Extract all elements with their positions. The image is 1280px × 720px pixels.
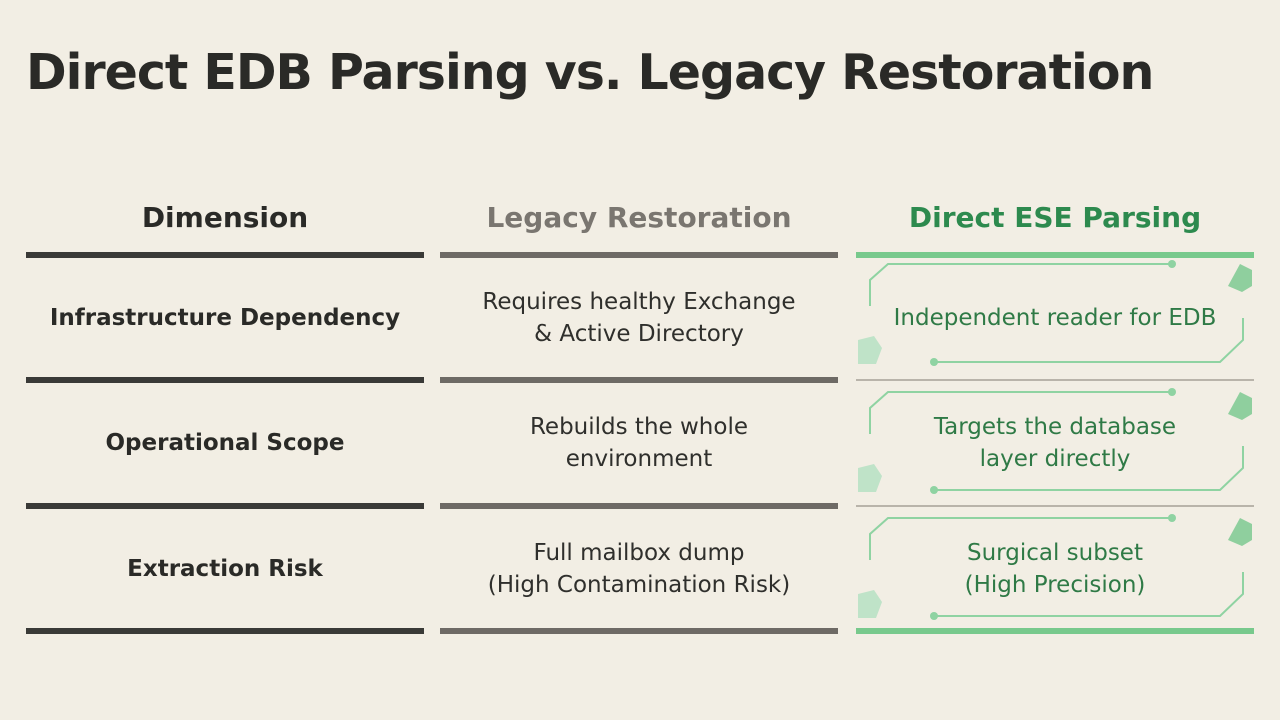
circuit-frame-icon: [858, 388, 1252, 494]
row-3-direct-line-1: Surgical subset: [967, 540, 1143, 566]
row-2-legacy-line-1: Rebuilds the whole: [529, 414, 748, 440]
page-title: Direct EDB Parsing vs. Legacy Restoratio…: [26, 44, 1154, 101]
hexagon-icon: [1228, 392, 1252, 420]
row-3-dimension: Extraction Risk: [26, 509, 424, 629]
divider-bottom-legacy: [440, 628, 838, 634]
row-2-dimension: Operational Scope: [26, 383, 424, 503]
circuit-frame-icon: [858, 514, 1252, 620]
header-legacy-restoration: Legacy Restoration: [486, 201, 792, 234]
row-1-legacy-line-2: & Active Directory: [534, 321, 744, 347]
divider-bottom-dimension: [26, 628, 424, 634]
hexagon-icon: [1228, 518, 1252, 546]
row-3-direct: Surgical subset (High Precision): [856, 509, 1254, 629]
row-1-legacy: Requires healthy Exchange & Active Direc…: [440, 258, 838, 378]
row-2-legacy: Rebuilds the whole environment: [440, 383, 838, 503]
row-2-direct-line-1: Targets the database: [933, 414, 1177, 440]
header-direct-ese-parsing: Direct ESE Parsing: [908, 201, 1202, 234]
row-1-direct: Independent reader for EDB: [856, 258, 1254, 378]
hexagon-icon: [858, 336, 882, 364]
divider-row-2-dimension: [26, 503, 424, 509]
circuit-frame-icon: [858, 260, 1252, 366]
row-2-legacy-line-2: environment: [565, 446, 713, 472]
divider-row-1-legacy: [440, 377, 838, 383]
divider-direct: [856, 252, 1254, 258]
row-2-direct: Targets the database layer directly: [856, 383, 1254, 503]
divider-row-1-direct: [856, 379, 1254, 381]
divider-row-2-direct: [856, 505, 1254, 507]
row-3-legacy: Full mailbox dump (High Contamination Ri…: [440, 509, 838, 629]
header-dimension: Dimension: [141, 201, 309, 234]
divider-row-1-dimension: [26, 377, 424, 383]
hexagon-icon: [1228, 264, 1252, 292]
row-3-legacy-line-2: (High Contamination Risk): [487, 572, 791, 598]
hexagon-icon: [858, 464, 882, 492]
row-2-dimension-text: Operational Scope: [105, 430, 345, 456]
row-1-direct-line-1: Independent reader for EDB: [893, 305, 1217, 331]
row-1-dimension: Infrastructure Dependency: [26, 258, 424, 378]
divider-dimension: [26, 252, 424, 258]
row-3-dimension-text: Extraction Risk: [127, 556, 323, 582]
divider-bottom-direct: [856, 628, 1254, 634]
hexagon-icon: [858, 590, 882, 618]
row-1-dimension-text: Infrastructure Dependency: [49, 305, 401, 331]
row-2-direct-line-2: layer directly: [979, 446, 1131, 472]
row-3-legacy-line-1: Full mailbox dump: [533, 540, 745, 566]
row-1-legacy-line-1: Requires healthy Exchange: [482, 289, 796, 315]
row-3-direct-line-2: (High Precision): [964, 572, 1146, 598]
divider-row-2-legacy: [440, 503, 838, 509]
divider-legacy: [440, 252, 838, 258]
